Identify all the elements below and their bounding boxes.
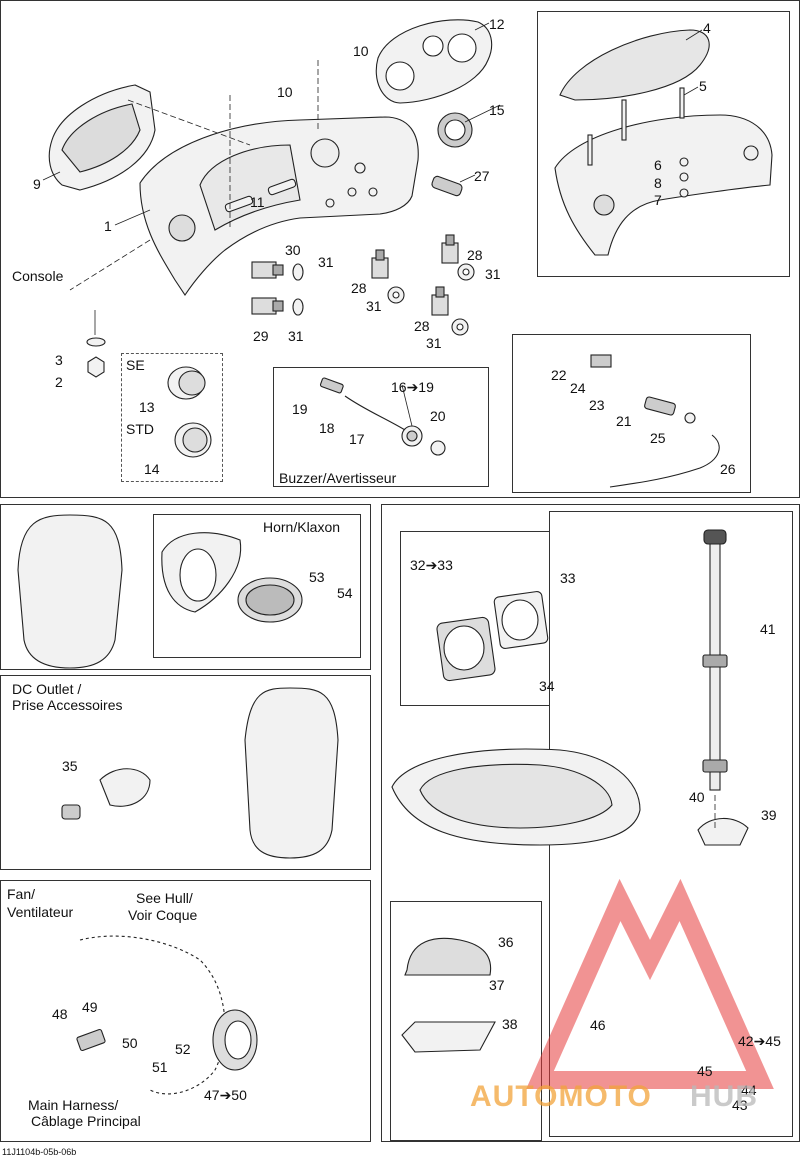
see-hull-2: Voir Coque bbox=[128, 907, 198, 923]
callout-28b: 28 bbox=[467, 247, 483, 263]
callout-27: 27 bbox=[474, 168, 490, 184]
callout-47-50: 47➔50 bbox=[204, 1087, 247, 1103]
callout-31c: 31 bbox=[366, 298, 382, 314]
se-label: SE bbox=[126, 357, 145, 373]
callout-1: 1 bbox=[104, 218, 112, 234]
watermark-text-1: AUTOMOTO bbox=[470, 1080, 652, 1113]
callout-31a: 31 bbox=[318, 254, 334, 270]
callout-21: 21 bbox=[616, 413, 632, 429]
callout-22: 22 bbox=[551, 367, 567, 383]
callout-46: 46 bbox=[590, 1017, 606, 1033]
callout-13: 13 bbox=[139, 399, 155, 415]
callout-39: 39 bbox=[761, 807, 777, 823]
callout-10a: 10 bbox=[277, 84, 293, 100]
horn-title: Horn/Klaxon bbox=[263, 519, 341, 535]
watermark-text-2: HUB bbox=[690, 1080, 758, 1113]
callout-37: 37 bbox=[489, 977, 505, 993]
callout-10b: 10 bbox=[353, 43, 369, 59]
callout-28c: 28 bbox=[414, 318, 430, 334]
callout-43: 43 bbox=[732, 1097, 748, 1113]
harness-label-1: Main Harness/ bbox=[28, 1097, 119, 1113]
callout-31b: 31 bbox=[288, 328, 304, 344]
callout-41: 41 bbox=[760, 621, 776, 637]
callout-49: 49 bbox=[82, 999, 98, 1015]
callout-11: 11 bbox=[250, 194, 265, 210]
watercraft-top-view-1 bbox=[17, 514, 123, 669]
callout-29: 29 bbox=[253, 328, 269, 344]
fan-panel bbox=[0, 880, 371, 1142]
callout-2: 2 bbox=[55, 374, 63, 390]
callout-50: 50 bbox=[122, 1035, 138, 1051]
callout-51: 51 bbox=[152, 1059, 168, 1075]
callout-5: 5 bbox=[699, 78, 707, 94]
callout-26: 26 bbox=[720, 461, 736, 477]
callout-12: 12 bbox=[489, 16, 505, 32]
callout-25: 25 bbox=[650, 430, 666, 446]
callout-24: 24 bbox=[570, 380, 586, 396]
bezel-12 bbox=[375, 19, 493, 104]
buzzer-title: Buzzer/Avertisseur bbox=[279, 470, 397, 486]
callout-35: 35 bbox=[62, 758, 78, 774]
fan-title-1: Fan/ bbox=[7, 886, 36, 902]
callout-19: 19 bbox=[292, 401, 308, 417]
callout-32-33: 32➔33 bbox=[410, 557, 453, 573]
callout-28a: 28 bbox=[351, 280, 367, 296]
callout-40: 40 bbox=[689, 789, 705, 805]
dc-outlet-title-2: Prise Accessoires bbox=[12, 697, 123, 713]
callout-14: 14 bbox=[144, 461, 160, 477]
callout-17: 17 bbox=[349, 431, 365, 447]
harness-label-2: Câblage Principal bbox=[31, 1113, 141, 1129]
callout-31e: 31 bbox=[426, 335, 442, 351]
dc-outlet-title-1: DC Outlet / bbox=[12, 681, 82, 697]
drawing-reference: 11J1104b-05b-06b bbox=[2, 1147, 77, 1157]
callout-33: 33 bbox=[560, 570, 576, 586]
watermark-logo bbox=[526, 878, 774, 1089]
fan-title-2: Ventilateur bbox=[7, 904, 74, 920]
callout-15: 15 bbox=[489, 102, 505, 118]
console-label: Console bbox=[12, 268, 64, 284]
callout-6: 6 bbox=[654, 157, 662, 173]
callout-54: 54 bbox=[337, 585, 353, 601]
watercraft-top-view-2 bbox=[244, 687, 339, 859]
callout-36: 36 bbox=[498, 934, 514, 950]
callout-7: 7 bbox=[654, 192, 662, 208]
callout-30: 30 bbox=[285, 242, 301, 258]
std-label: STD bbox=[126, 421, 154, 437]
callout-16-19: 16➔19 bbox=[391, 379, 434, 395]
dashboard-console bbox=[139, 116, 419, 296]
callout-4: 4 bbox=[703, 20, 711, 36]
callout-34: 34 bbox=[539, 678, 555, 694]
callout-44: 44 bbox=[741, 1082, 757, 1098]
inset-console-body bbox=[554, 114, 773, 256]
callout-42-45: 42➔45 bbox=[738, 1033, 781, 1049]
callout-20: 20 bbox=[430, 408, 446, 424]
inset-key bbox=[512, 334, 751, 493]
callout-38: 38 bbox=[502, 1016, 518, 1032]
callout-9: 9 bbox=[33, 176, 41, 192]
see-hull-1: See Hull/ bbox=[136, 890, 193, 906]
callout-53: 53 bbox=[309, 569, 325, 585]
callout-52: 52 bbox=[175, 1041, 191, 1057]
callout-48: 48 bbox=[52, 1006, 68, 1022]
callout-23: 23 bbox=[589, 397, 605, 413]
callout-31d: 31 bbox=[485, 266, 501, 282]
inset-buzzer bbox=[273, 367, 489, 487]
callout-3: 3 bbox=[55, 352, 63, 368]
callout-18: 18 bbox=[319, 420, 335, 436]
callout-45: 45 bbox=[697, 1063, 713, 1079]
callout-8: 8 bbox=[654, 175, 662, 191]
